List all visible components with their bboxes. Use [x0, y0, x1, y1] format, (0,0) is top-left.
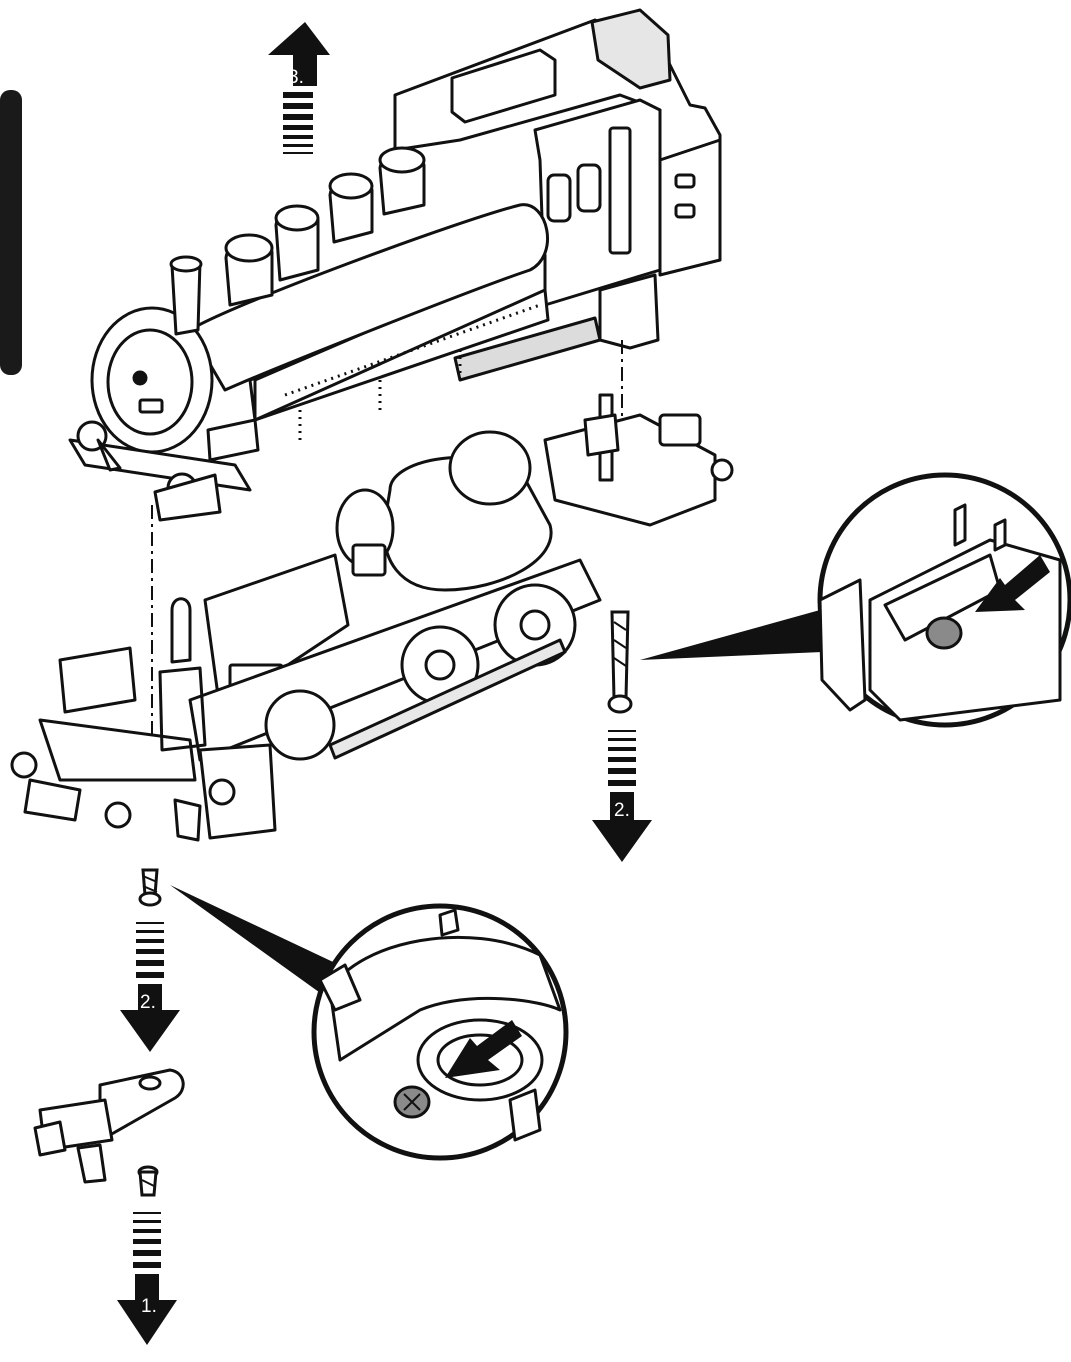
screw-icon	[138, 868, 162, 907]
arrow-down-icon	[120, 922, 180, 1052]
coupler-part	[33, 1068, 185, 1184]
arrow-down-icon	[117, 1212, 177, 1345]
remove-front-screw-arrow: 2.	[120, 922, 180, 1052]
detail-zoom-icon	[817, 472, 1071, 728]
arrow-down-icon	[592, 730, 652, 862]
front-screw-detail	[170, 885, 569, 1161]
screw-icon	[137, 1165, 159, 1197]
step-2-left-label: 2.	[140, 992, 156, 1013]
arrow-up-icon	[268, 22, 330, 154]
rear-screw-detail	[640, 472, 1071, 728]
screw-icon	[607, 610, 633, 714]
locomotive-chassis	[10, 393, 734, 842]
lift-body-arrow: 3.	[268, 22, 330, 154]
side-tab	[0, 90, 22, 375]
step-3-label: 3.	[288, 67, 304, 88]
locomotive-body-shell	[68, 8, 722, 522]
remove-rear-screw-arrow: 2.	[592, 730, 652, 862]
detail-zoom-icon	[311, 903, 569, 1161]
step-2-right-label: 2.	[614, 800, 630, 821]
remove-coupler-screw-arrow: 1.	[117, 1212, 177, 1345]
step-1-label: 1.	[141, 1296, 157, 1317]
